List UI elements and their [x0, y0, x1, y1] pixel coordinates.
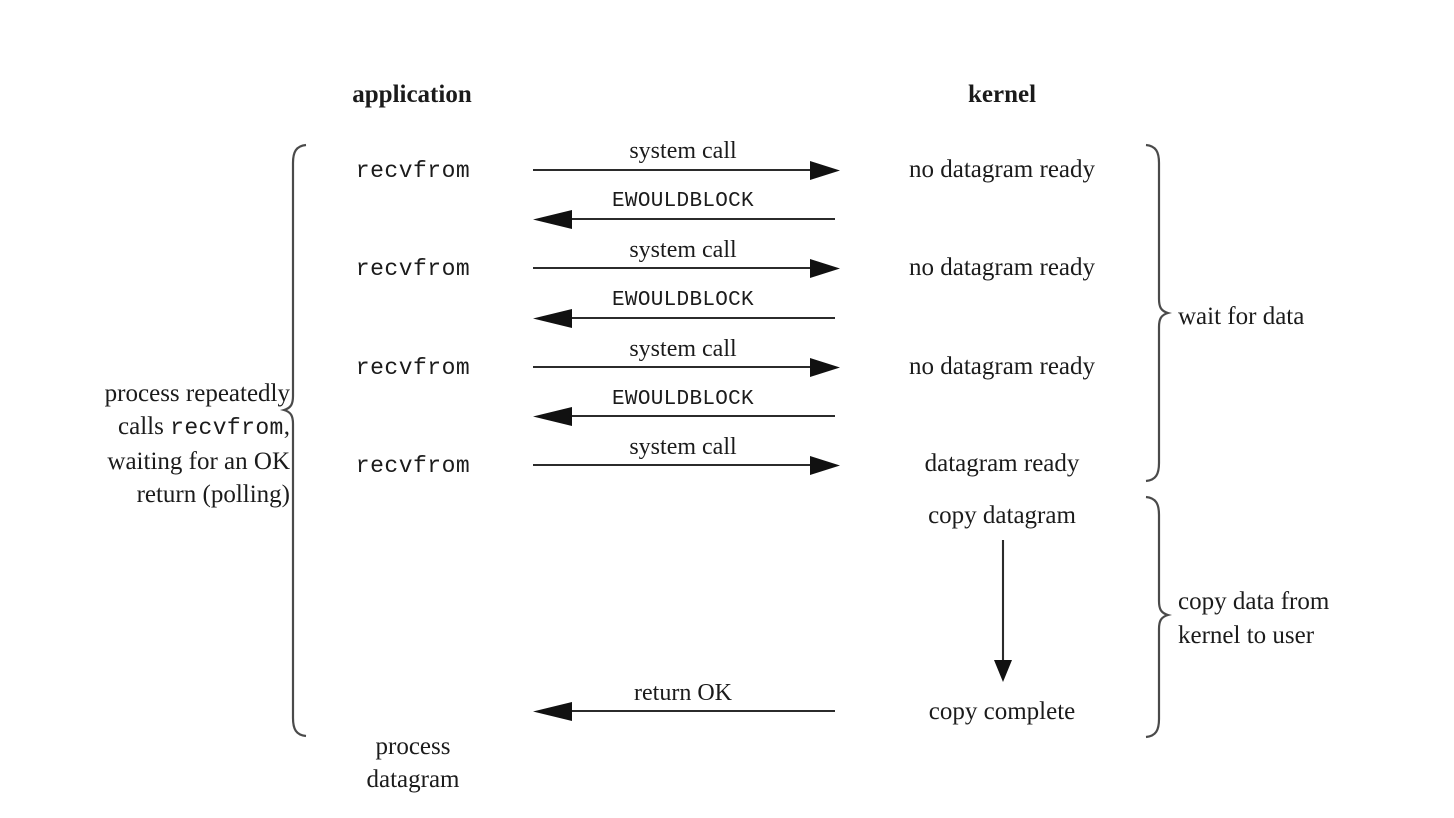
kernel-state-no-datagram-ready-2: no datagram ready	[908, 254, 1096, 281]
arrow-label-system-call-1: system call	[629, 138, 737, 164]
bottom-annotation-process-datagram: process datagram	[366, 730, 459, 796]
arrow-label-ewouldblock-1: EWOULDBLOCK	[612, 190, 754, 213]
arrow-label-system-call-3: system call	[629, 336, 737, 362]
left-annotation-recvfrom-mono: recvfrom	[170, 415, 284, 441]
brace-label-copy-data-from-kernel-to-user: copy data from kernel to user	[1178, 585, 1329, 653]
arrow-copy-down	[994, 540, 1012, 682]
application-call-recvfrom-3: recvfrom	[355, 355, 471, 381]
arrow-label-system-call-2: system call	[629, 237, 737, 263]
kernel-state-datagram-ready: datagram ready	[924, 450, 1080, 477]
kernel-state-copy-datagram: copy datagram	[928, 502, 1076, 529]
brace-label-copy-line-2: kernel to user	[1178, 622, 1315, 649]
kernel-state-no-datagram-ready-3: no datagram ready	[908, 353, 1096, 380]
bottom-annotation-line-1: process	[375, 733, 451, 760]
arrow-label-ewouldblock-3: EWOULDBLOCK	[612, 388, 754, 411]
arrow-label-system-call-4: system call	[629, 434, 737, 460]
kernel-state-copy-complete: copy complete	[928, 698, 1076, 725]
left-annotation-line-2: calls recvfrom,	[105, 410, 290, 445]
application-call-recvfrom-4: recvfrom	[355, 453, 471, 479]
left-annotation-line-1: process repeatedly	[104, 380, 290, 407]
brace-copy-data	[1145, 495, 1172, 739]
application-call-recvfrom-2: recvfrom	[355, 256, 471, 282]
left-annotation-line-2-suffix: ,	[283, 413, 290, 440]
arrow-label-return-ok: return OK	[634, 680, 732, 706]
left-annotation-line-3: waiting for an OK	[107, 448, 290, 475]
left-annotation-line-2-prefix: calls	[118, 413, 171, 440]
left-annotation-polling: process repeatedly calls recvfrom, waiti…	[105, 377, 290, 511]
bottom-annotation-line-2: datagram	[366, 766, 460, 793]
application-call-recvfrom-1: recvfrom	[355, 158, 471, 184]
brace-label-copy-line-1: copy data from	[1178, 588, 1330, 615]
column-header-application: application	[352, 81, 472, 108]
kernel-state-no-datagram-ready-1: no datagram ready	[908, 156, 1096, 183]
brace-wait-for-data	[1145, 143, 1172, 483]
column-header-kernel: kernel	[967, 81, 1037, 108]
left-annotation-line-4: return (polling)	[136, 481, 290, 508]
arrow-label-ewouldblock-2: EWOULDBLOCK	[612, 289, 754, 312]
brace-label-wait-for-data: wait for data	[1178, 303, 1305, 330]
